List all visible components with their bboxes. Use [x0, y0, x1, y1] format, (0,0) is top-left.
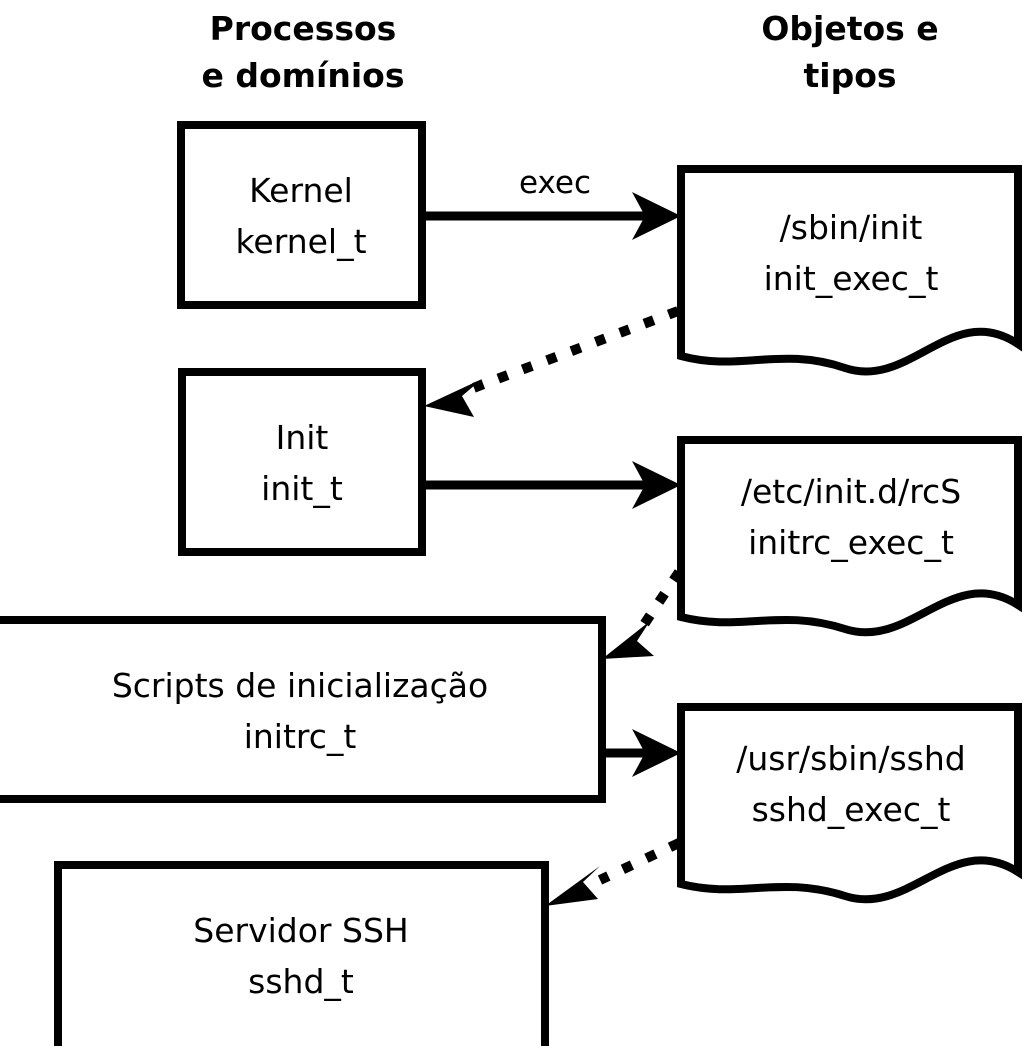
- object-node-sshd-exec[interactable]: /usr/sbin/sshd sshd_exec_t: [677, 703, 1022, 904]
- arrowhead-sshd-transition: [545, 866, 600, 906]
- column-header-left: Processos e domínios: [202, 9, 405, 95]
- object-document-initrc-exec[interactable]: [681, 440, 1018, 633]
- object-node-initrc-exec[interactable]: /etc/init.d/rcS initrc_exec_t: [677, 436, 1022, 637]
- object-node-init-exec[interactable]: /sbin/init init_exec_t: [677, 165, 1022, 376]
- edge-init_exec-transition-init: [424, 306, 680, 417]
- object-label-sshd-exec-type: sshd_exec_t: [752, 790, 951, 829]
- left-column-title-line1: Processos: [210, 9, 397, 48]
- process-box-initrc[interactable]: [0, 620, 602, 799]
- arrowhead-initrc-transition: [602, 621, 654, 659]
- object-label-initrc-exec-path: /etc/init.d/rcS: [741, 472, 961, 511]
- process-box-sshd[interactable]: [58, 865, 545, 1046]
- process-label-initrc-type: initrc_t: [244, 717, 357, 756]
- edge-kernel-exec-init_exec: exec: [422, 165, 681, 240]
- process-node-initrc[interactable]: Scripts de inicialização initrc_t: [0, 616, 606, 803]
- process-label-kernel-type: kernel_t: [235, 222, 366, 261]
- process-label-initrc-name: Scripts de inicialização: [112, 666, 488, 705]
- object-document-initrc-exec-outline: [677, 436, 1022, 637]
- process-label-init-name: Init: [276, 418, 329, 457]
- object-label-init-exec-type: init_exec_t: [764, 259, 939, 298]
- process-node-sshd[interactable]: Servidor SSH sshd_t: [54, 861, 549, 1046]
- right-column-title-line1: Objetos e: [761, 9, 938, 48]
- arrowhead-initrc-exec: [632, 729, 681, 777]
- object-document-init-exec[interactable]: [681, 169, 1018, 372]
- process-label-sshd-name: Servidor SSH: [193, 911, 408, 950]
- process-label-kernel-name: Kernel: [249, 171, 353, 210]
- object-label-initrc-exec-type: initrc_exec_t: [748, 523, 954, 562]
- left-column-title-line2: e domínios: [202, 56, 405, 95]
- process-box-init-outline: [178, 368, 426, 556]
- edge-line-initrc-transition: [638, 569, 684, 629]
- process-box-sshd-outline: [54, 861, 549, 1046]
- edge-initrc_exec-transition-initrc: [602, 569, 684, 659]
- process-box-initrc-outline: [0, 616, 606, 803]
- edge-line-init-transition: [466, 306, 680, 395]
- edge-line-sshd-transition: [597, 838, 682, 885]
- arrowhead-init-exec: [632, 461, 681, 509]
- edge-label-exec: exec: [519, 165, 591, 201]
- right-column-title-line2: tipos: [803, 56, 896, 95]
- edge-initrc-exec-sshd_exec: [602, 729, 681, 777]
- object-document-sshd-exec-outline: [677, 703, 1022, 904]
- object-label-init-exec-path: /sbin/init: [780, 208, 923, 247]
- edge-init-exec-initrc_exec: [422, 461, 681, 509]
- object-document-init-exec-outline: [677, 165, 1022, 376]
- process-label-init-type: init_t: [261, 469, 343, 508]
- column-header-right: Objetos e tipos: [761, 9, 938, 95]
- edge-sshd_exec-transition-sshd: [545, 838, 682, 906]
- object-document-sshd-exec[interactable]: [681, 707, 1018, 900]
- process-node-init[interactable]: Init init_t: [178, 368, 426, 556]
- process-node-kernel[interactable]: Kernel kernel_t: [177, 121, 426, 309]
- arrowhead-kernel-exec: [632, 192, 681, 240]
- object-label-sshd-exec-path: /usr/sbin/sshd: [736, 739, 966, 778]
- process-label-sshd-type: sshd_t: [248, 962, 354, 1001]
- process-box-init[interactable]: [182, 372, 422, 552]
- process-box-kernel[interactable]: [181, 125, 422, 305]
- arrowhead-init-transition: [424, 379, 482, 417]
